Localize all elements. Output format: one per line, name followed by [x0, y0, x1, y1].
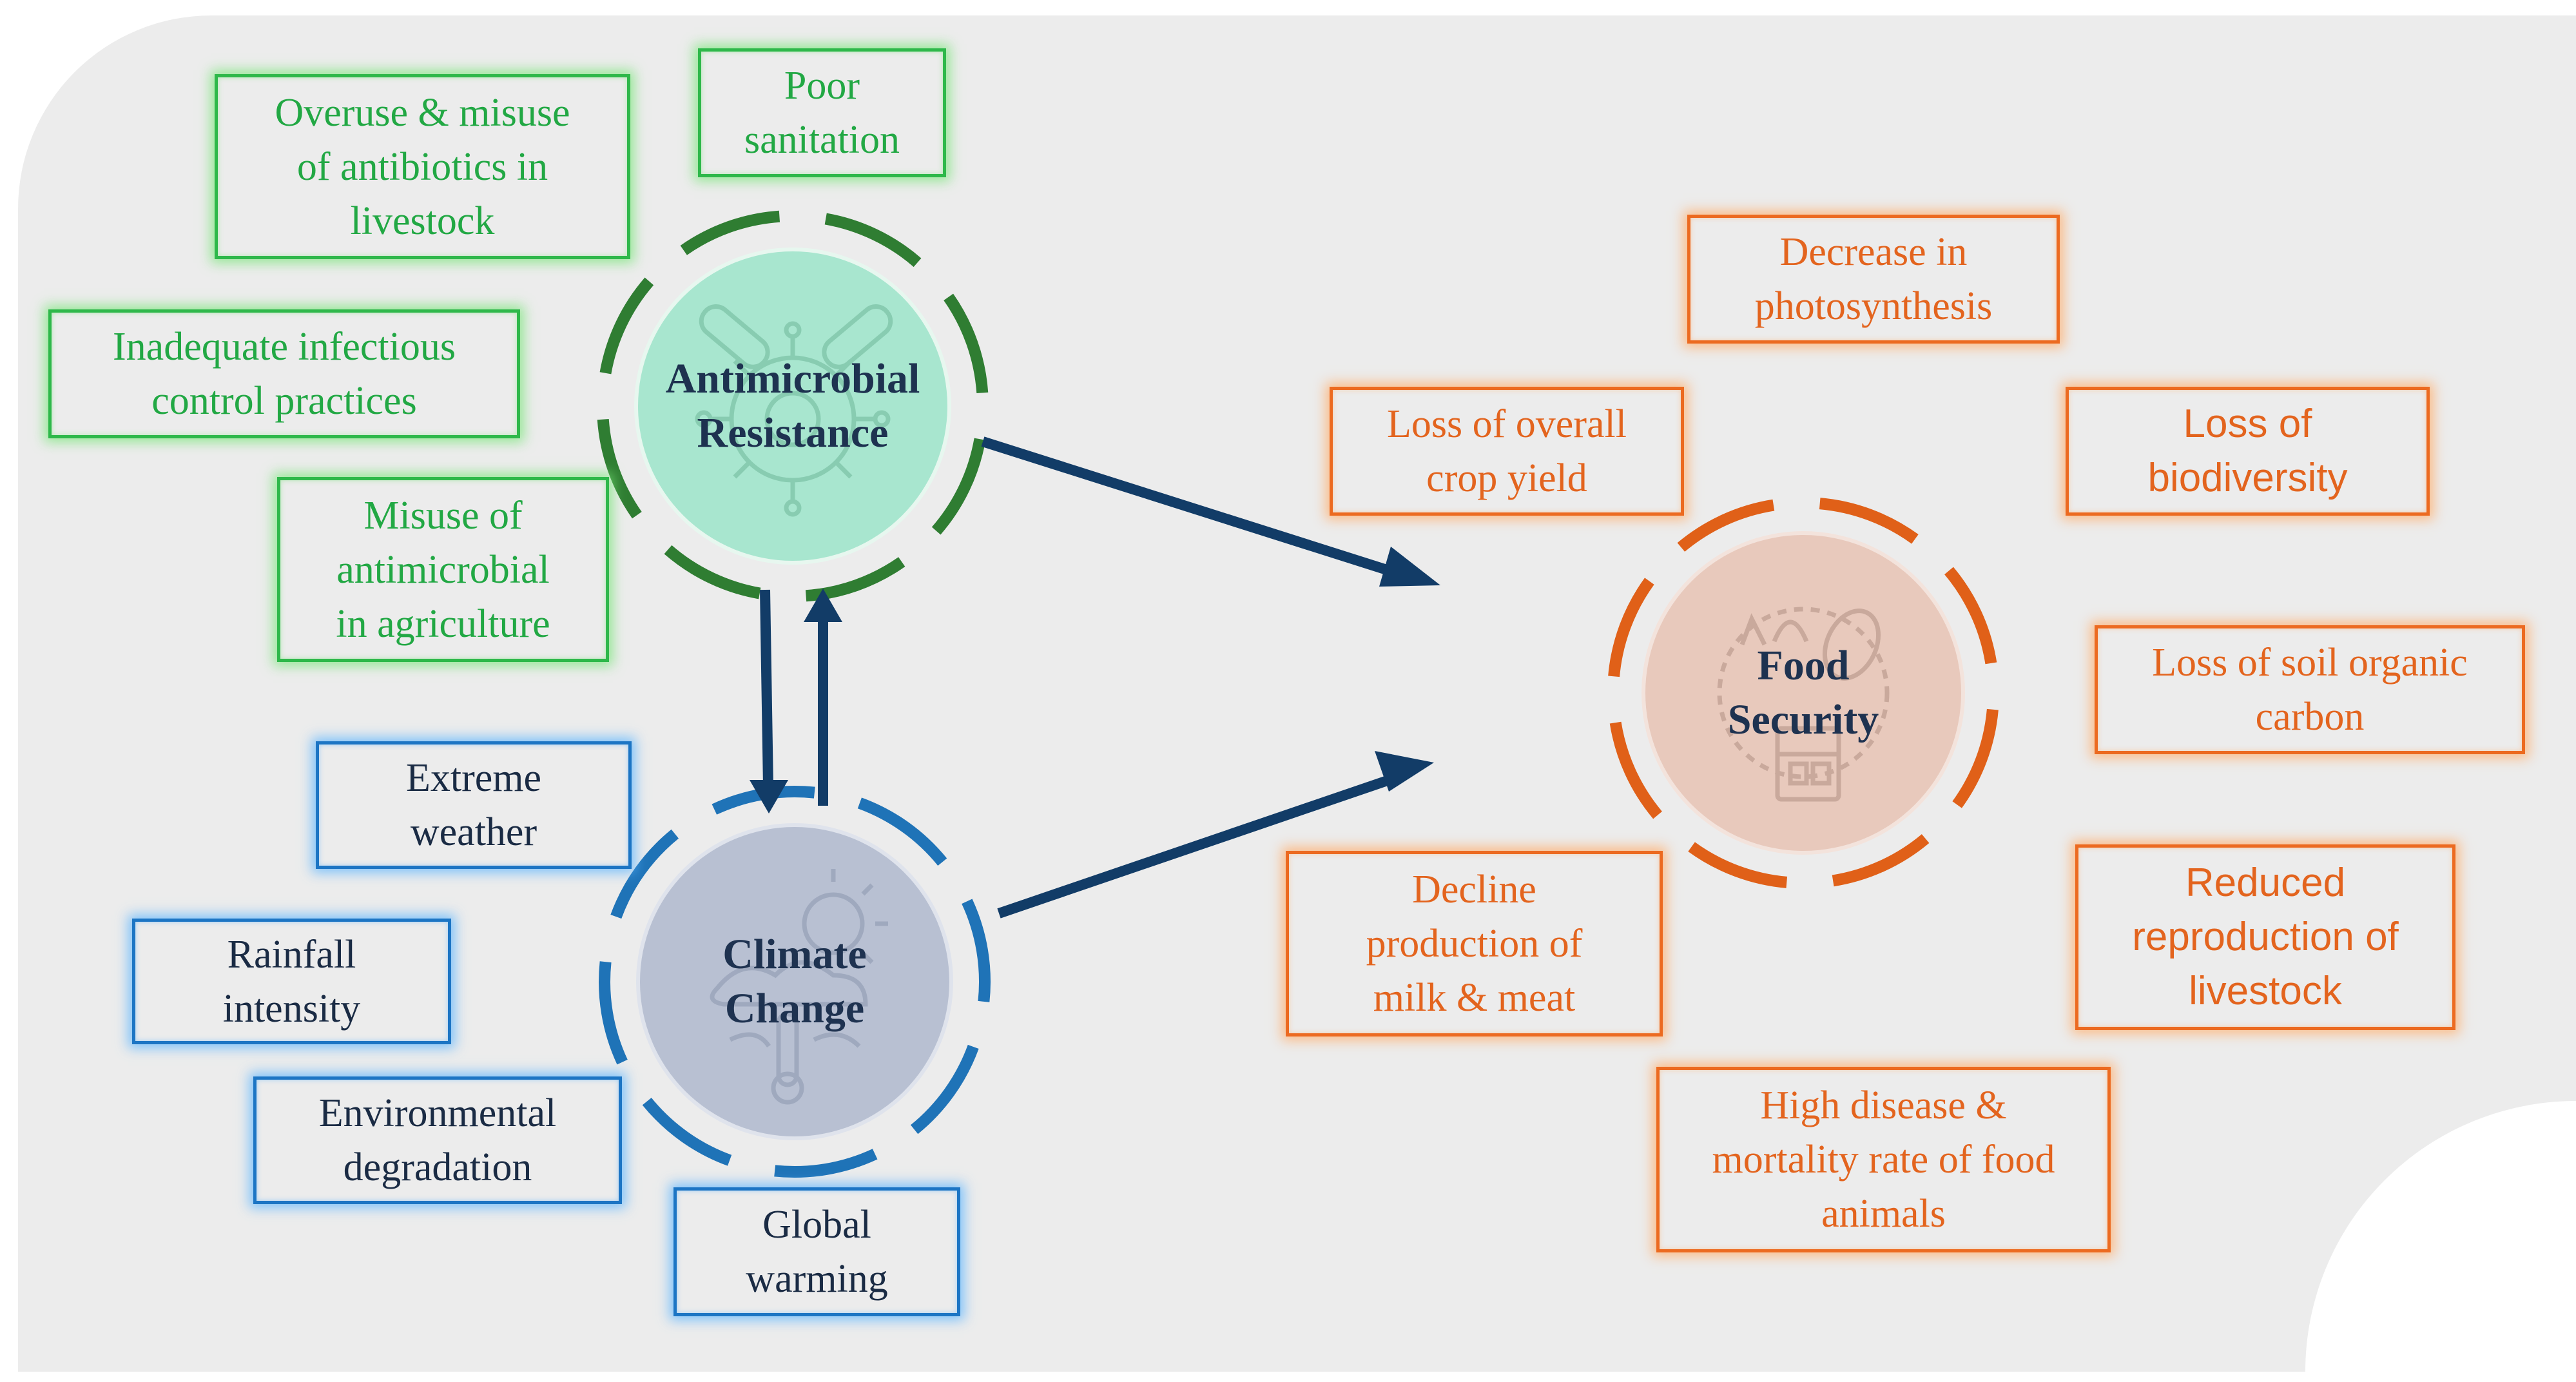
- ring-segment: [1608, 578, 1654, 677]
- climate-change-label: Climate Change: [722, 931, 867, 1032]
- ring-segment: [944, 293, 989, 394]
- amr-factor-box: Misuse of antimicrobial in agriculture: [277, 477, 609, 662]
- ring-segment: [910, 1044, 979, 1134]
- food-impact-box: Loss of soil organic carbon: [2095, 625, 2525, 754]
- climate-change-node: Climate Change: [640, 827, 949, 1136]
- arrow-climate-to-food: [997, 772, 1400, 919]
- amr-factor-box: Inadequate infectious control practices: [48, 309, 520, 438]
- ring-segment: [1944, 567, 1997, 665]
- food-impact-box: High disease & mortality rate of food an…: [1656, 1067, 2111, 1252]
- virus-capsule-icon: [695, 304, 893, 517]
- thermometer-sun-icon: [710, 869, 888, 1105]
- ring-segment: [1819, 498, 1919, 544]
- ring-segment: [1677, 499, 1775, 552]
- amr-factor-box: Overuse & misuse of antibiotics in lives…: [215, 74, 630, 259]
- amr-dashed-ring: [597, 210, 989, 602]
- arrow-amr-to-climate: [760, 589, 773, 787]
- climate-factor-box: Rainfall intensity: [132, 919, 451, 1044]
- arrow-amr-to-food-head: [1379, 547, 1440, 587]
- amr-factor-box: Poor sanitation: [698, 48, 946, 177]
- ring-segment: [597, 418, 642, 519]
- ring-segment: [599, 277, 654, 375]
- food-impact-box: Decrease in photosynthesis: [1687, 215, 2060, 344]
- antimicrobial-resistance-node: Antimicrobial Resistance: [638, 251, 947, 561]
- food-dashed-ring: [1608, 498, 1999, 888]
- arrow-climate-to-amr-head: [804, 589, 842, 622]
- climate-factor-box: Extreme weather: [316, 741, 632, 869]
- ring-segment: [599, 961, 628, 1065]
- arrow-amr-to-climate-head: [750, 780, 788, 813]
- ring-segment: [642, 1097, 732, 1166]
- food-impact-box: Reduced reproduction of livestock: [2075, 844, 2455, 1030]
- food-impact-box: Loss of overall crop yield: [1330, 387, 1684, 516]
- food-impact-box: Loss of biodiversity: [2066, 387, 2430, 516]
- climate-dashed-ring: [599, 786, 991, 1178]
- food-impact-box: Decline production of milk & meat: [1286, 851, 1663, 1036]
- ring-segment: [931, 438, 986, 535]
- ring-segment: [1609, 721, 1662, 819]
- ring-segment: [680, 210, 780, 255]
- ring-segment: [1832, 834, 1930, 887]
- ring-segment: [1952, 708, 1999, 808]
- ring-segment: [610, 829, 679, 919]
- arrow-climate-to-food-head: [1375, 751, 1434, 792]
- ring-segment: [857, 797, 947, 866]
- ring-segment: [1688, 842, 1788, 888]
- arrow-amr-to-food: [981, 436, 1407, 581]
- antimicrobial-resistance-label: Antimicrobial Resistance: [665, 355, 920, 456]
- climate-factor-box: Global warming: [673, 1187, 960, 1316]
- grocery-basket-icon: [1717, 607, 1890, 802]
- climate-factor-box: Environmental degradation: [253, 1076, 622, 1204]
- food-security-node: Food Security: [1645, 535, 1961, 851]
- ring-segment: [962, 899, 991, 1002]
- food-security-label: Food Security: [1727, 642, 1879, 743]
- ring-segment: [824, 213, 922, 268]
- ring-segment: [774, 1149, 878, 1178]
- ring-segment: [664, 545, 761, 599]
- ring-segment: [805, 557, 905, 602]
